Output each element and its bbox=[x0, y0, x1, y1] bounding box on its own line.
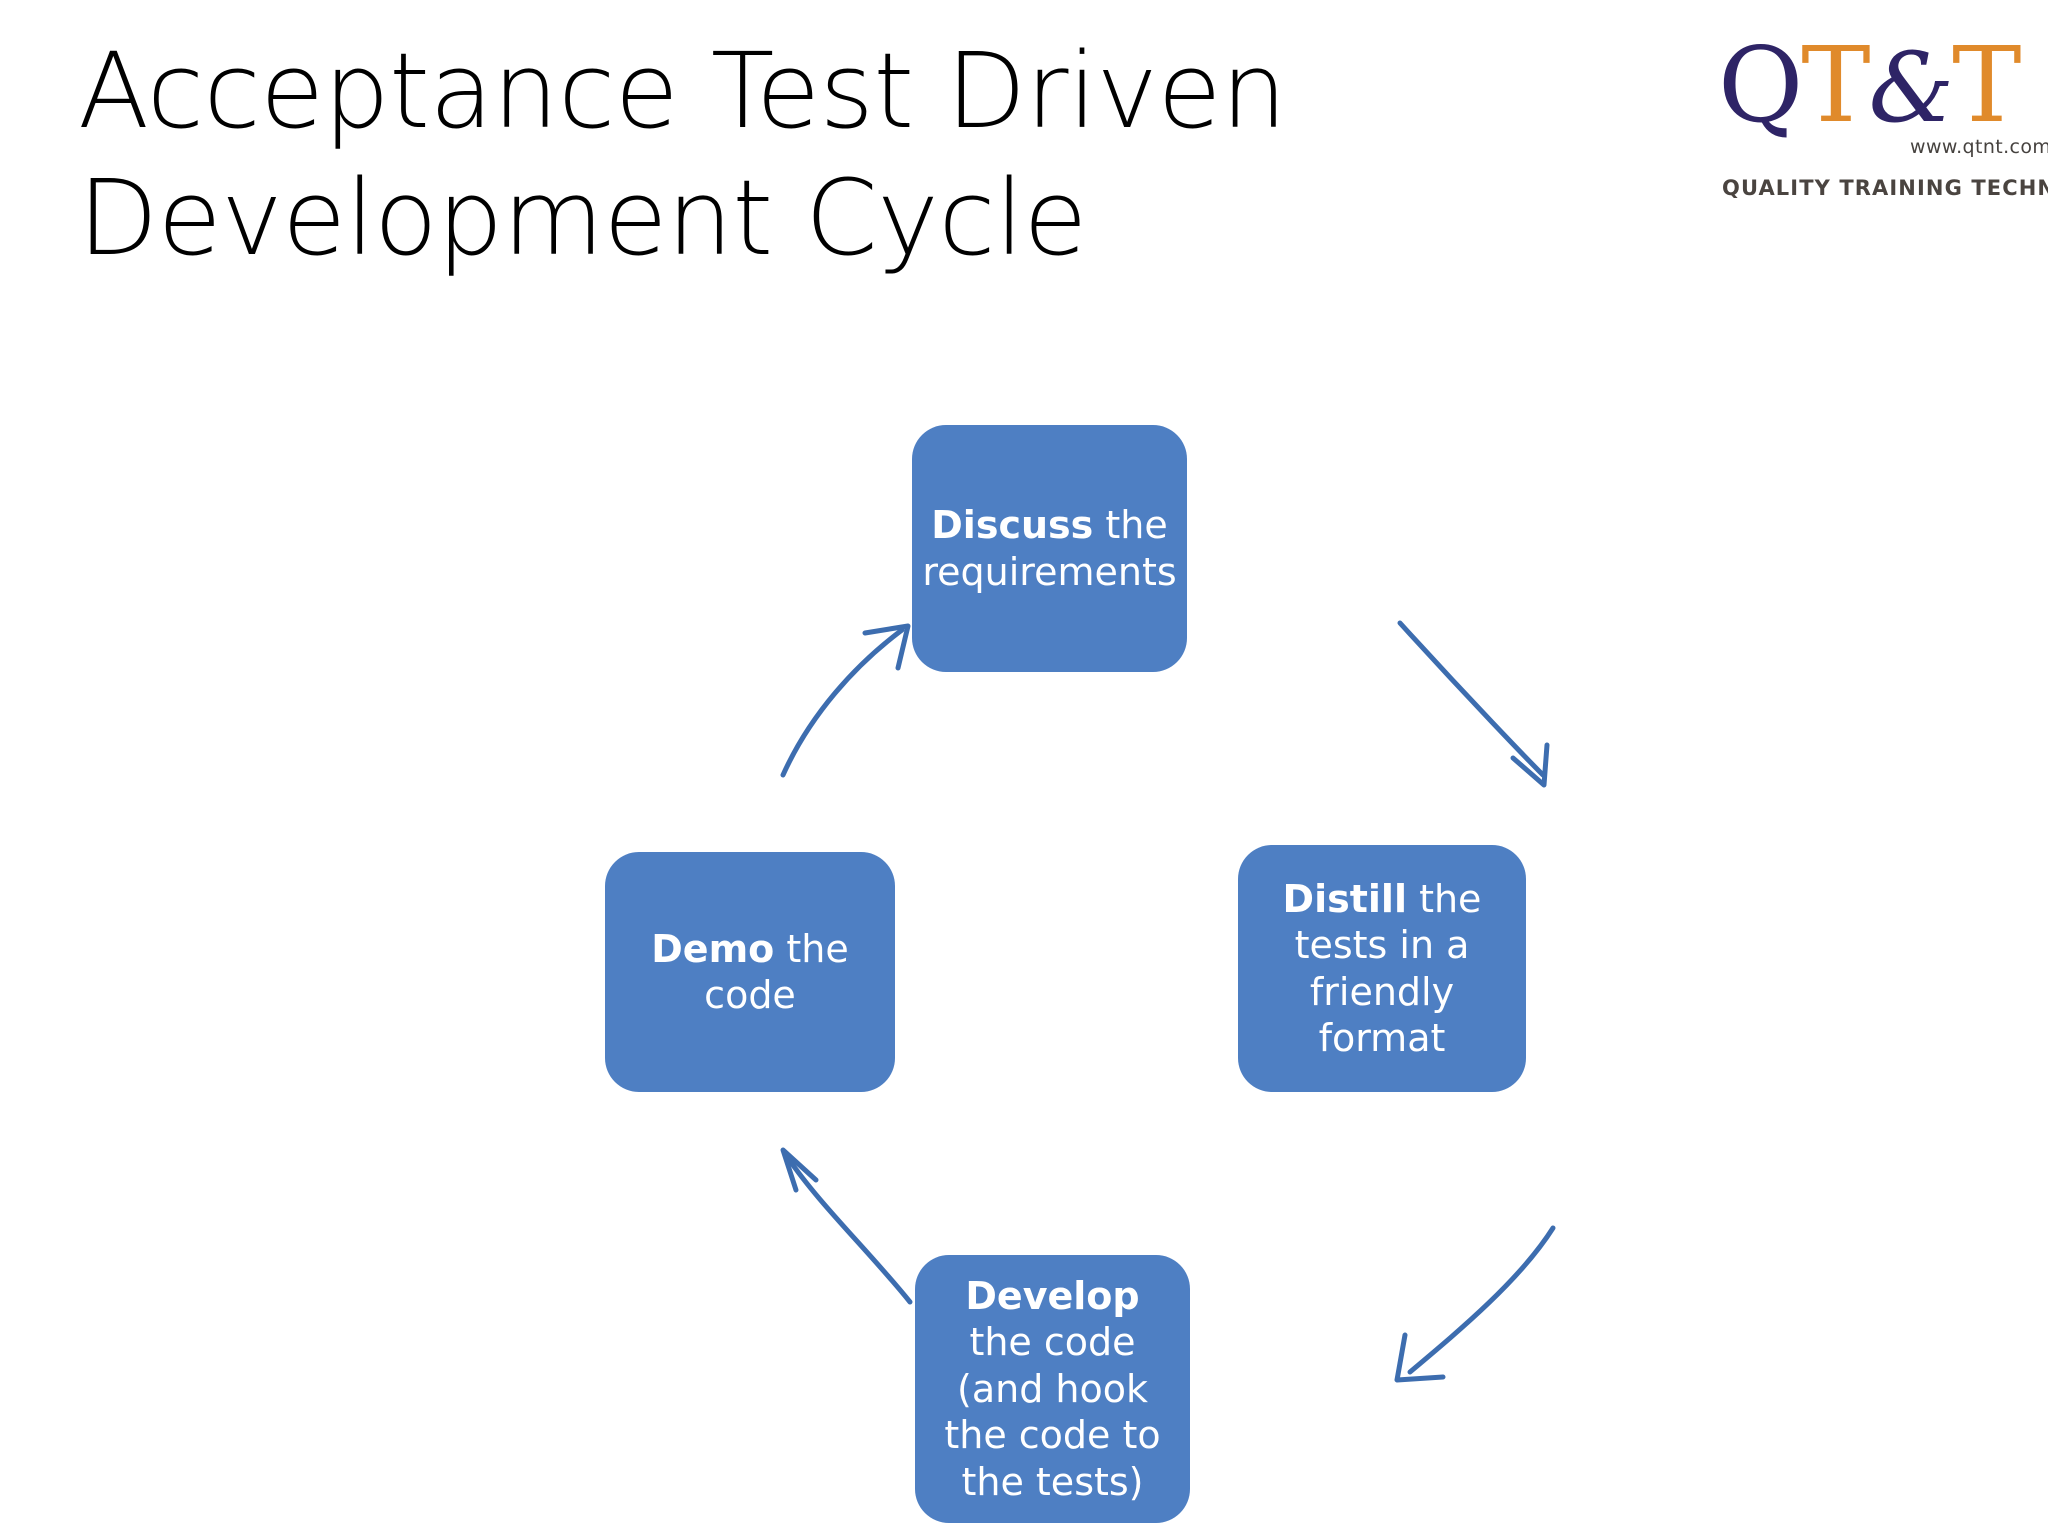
arrow-demo-to-discuss bbox=[780, 623, 911, 778]
cycle-node-discuss-rest: the requirements bbox=[922, 503, 1177, 594]
cycle-node-demo-emphasis: Demo bbox=[651, 926, 775, 971]
logo-wordmark: QT&T bbox=[1718, 18, 2038, 153]
cycle-node-distill-label: Distill the tests in a friendly format bbox=[1254, 876, 1510, 1061]
cycle-node-discuss-emphasis: Discuss bbox=[931, 503, 1094, 548]
cycle-node-discuss[interactable]: Discuss the requirements bbox=[912, 425, 1187, 672]
cycle-node-discuss-label: Discuss the requirements bbox=[922, 502, 1176, 595]
arrow-discuss-to-distill bbox=[1397, 620, 1550, 788]
cycle-node-distill-rest: the tests in a friendly format bbox=[1294, 876, 1482, 1060]
logo-letter-q: Q bbox=[1718, 24, 1803, 146]
arrow-distill-to-develop bbox=[1394, 1225, 1556, 1383]
cycle-node-develop-label: Develop the code (and hook the code to t… bbox=[931, 1273, 1174, 1505]
cycle-node-demo-label: Demo the code bbox=[621, 926, 879, 1019]
logo-letter-t1: T bbox=[1801, 24, 1870, 146]
logo-ampersand: & bbox=[1868, 32, 1954, 144]
cycle-node-develop[interactable]: Develop the code (and hook the code to t… bbox=[915, 1255, 1190, 1523]
cycle-node-demo-rest: the code bbox=[704, 926, 849, 1017]
qtt-logo: QT&T www.qtnt.com QUALITY TRAINING TECHN… bbox=[1718, 18, 2048, 218]
arrow-develop-to-demo bbox=[780, 1147, 913, 1305]
cycle-node-distill[interactable]: Distill the tests in a friendly format bbox=[1238, 845, 1526, 1092]
cycle-node-develop-emphasis: Develop bbox=[965, 1274, 1140, 1319]
logo-url-text: www.qtnt.com bbox=[1910, 136, 2048, 158]
logo-letter-t2: T bbox=[1952, 24, 2021, 146]
page-title: Acceptance Test Driven Development Cycle bbox=[78, 30, 1287, 279]
cycle-node-develop-rest: the code (and hook the code to the tests… bbox=[944, 1320, 1161, 1504]
cycle-node-distill-emphasis: Distill bbox=[1282, 876, 1407, 921]
logo-tagline-text: QUALITY TRAINING TECHNOLOGY bbox=[1722, 176, 2048, 200]
cycle-node-demo[interactable]: Demo the code bbox=[605, 852, 895, 1092]
